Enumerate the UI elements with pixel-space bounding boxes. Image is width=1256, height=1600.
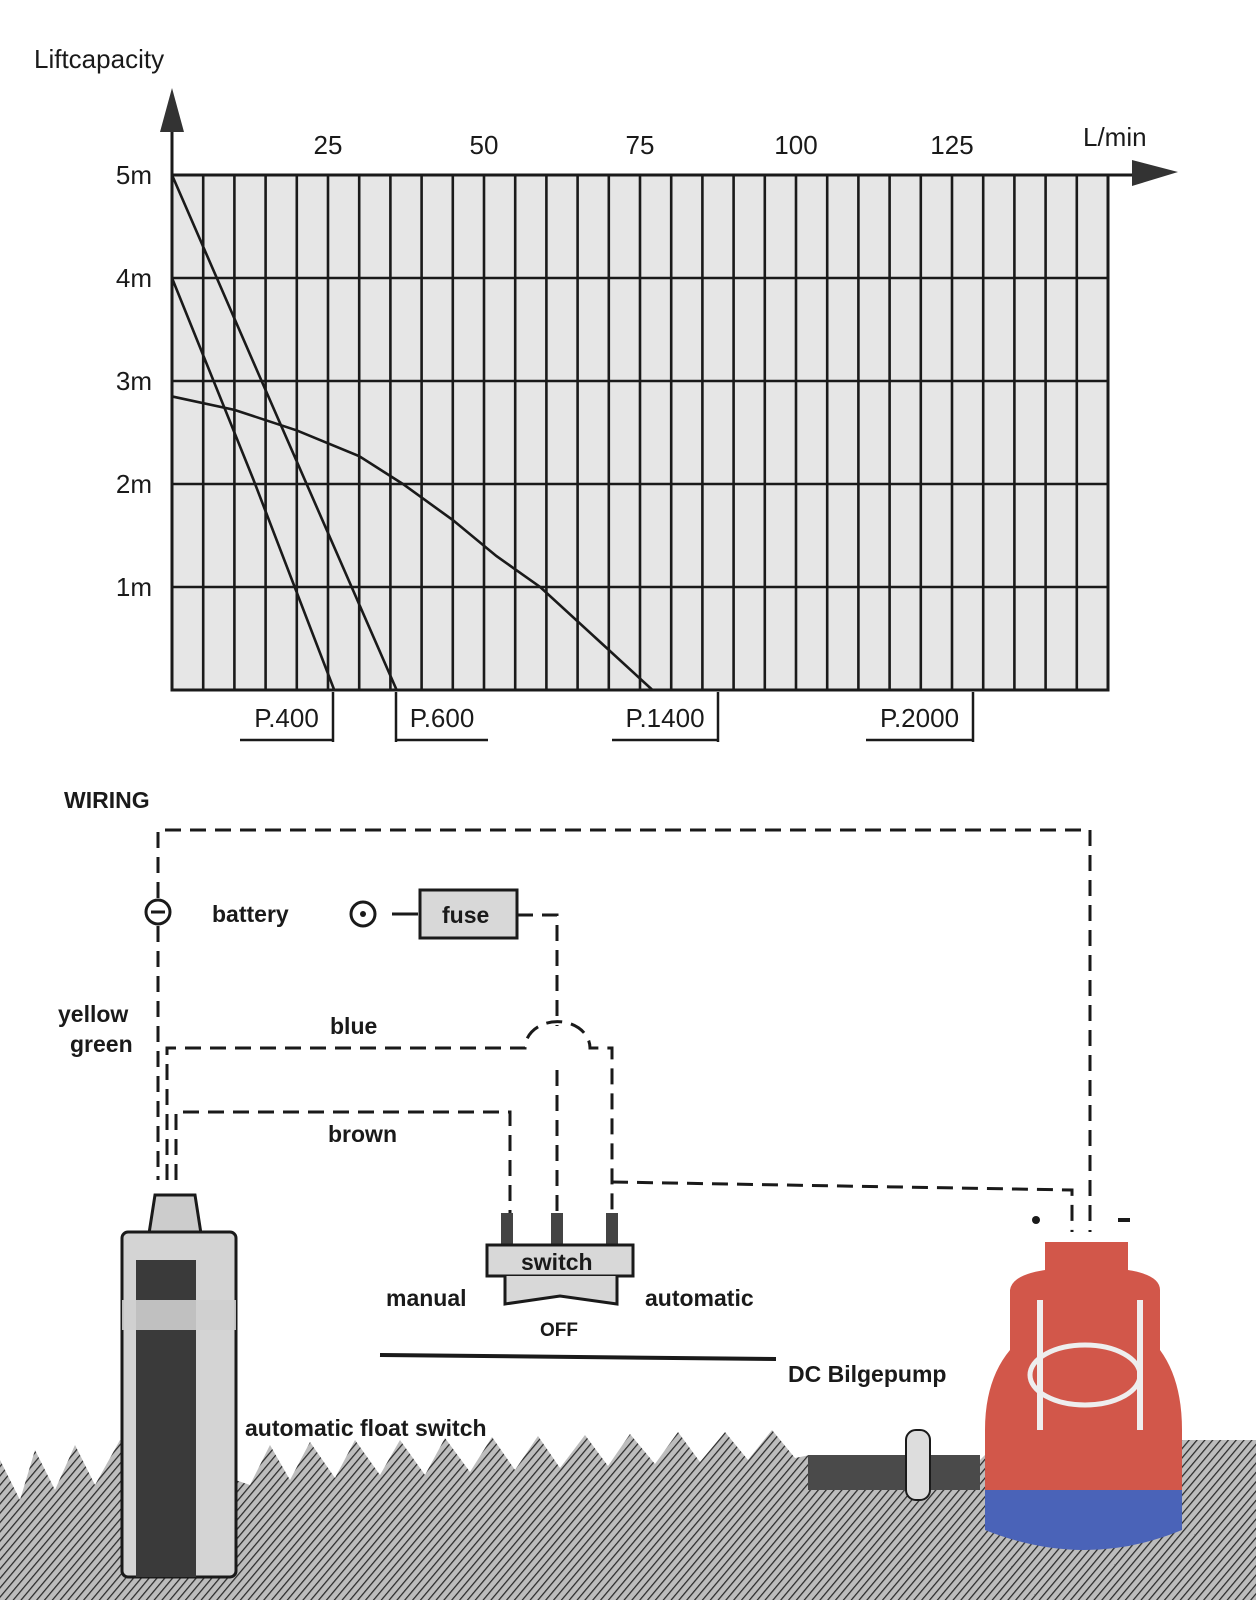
- fuse-label: fuse: [442, 902, 489, 928]
- brown-wire-label: brown: [328, 1121, 397, 1147]
- x-tick-label: 75: [626, 130, 655, 160]
- curves: [170, 174, 654, 691]
- wire-negative: [156, 828, 1092, 1232]
- green-wire-label: green: [70, 1031, 133, 1057]
- x-tick-label: 50: [470, 130, 499, 160]
- curve-p-600: [170, 174, 398, 691]
- fuse-box: [418, 888, 519, 940]
- pointer-line: [379, 1353, 777, 1361]
- y-tick-label: 4m: [116, 263, 152, 293]
- x-axis-label: L/min: [1083, 122, 1147, 152]
- pump-model-label: P.1400: [625, 703, 704, 733]
- x-axis-arrow-icon: [1132, 160, 1178, 186]
- float-switch-device: [120, 1193, 238, 1579]
- battery-label: battery: [212, 901, 289, 927]
- bilge-pump-device: [985, 1216, 1182, 1550]
- x-tick-label: 125: [930, 130, 973, 160]
- wiring-diagram: WIRING battery fuse yellow green blue br…: [0, 787, 1256, 1600]
- wire-switch-pump: [611, 1180, 1074, 1232]
- pump-model-label: P.2000: [880, 703, 959, 733]
- wiring-title: WIRING: [64, 787, 150, 813]
- wire-fuse-switch: [517, 913, 559, 1215]
- y-axis-arrow-icon: [160, 88, 184, 132]
- curve-p-400: [170, 277, 336, 691]
- switch-label: switch: [521, 1249, 593, 1275]
- plus-sign-icon: [360, 911, 366, 917]
- pump-model-label: P.600: [410, 703, 475, 733]
- yellow-wire-label: yellow: [58, 1001, 128, 1027]
- pump-model-labels: P.400 P.600 P.1400 P.2000: [240, 692, 975, 742]
- blue-wire-label: blue: [330, 1013, 377, 1039]
- y-tick-label: 3m: [116, 366, 152, 396]
- manual-label: manual: [386, 1285, 467, 1311]
- switch: switch: [485, 1213, 635, 1306]
- bilgepump-label: DC Bilgepump: [788, 1361, 946, 1387]
- automatic-label: automatic: [645, 1285, 754, 1311]
- pump-model-label: P.400: [254, 703, 319, 733]
- x-tick-label: 25: [314, 130, 343, 160]
- y-axis-label: Liftcapacity: [34, 44, 164, 74]
- lift-capacity-chart: Liftcapacity L/min 25 50 75 100 125 1m 2m 3m 4m…: [34, 44, 1178, 742]
- pump-base-bar: [808, 1455, 980, 1490]
- x-tick-label: 100: [774, 130, 817, 160]
- curve-p-1400: [171, 395, 654, 691]
- off-label: OFF: [540, 1320, 578, 1341]
- y-tick-label: 1m: [116, 572, 152, 602]
- y-tick-label: 5m: [116, 160, 152, 190]
- wire-brown: [174, 1110, 512, 1215]
- float-switch-label: automatic float switch: [245, 1415, 487, 1441]
- hose-fitting: [905, 1429, 931, 1501]
- wire-blue: [165, 1020, 614, 1215]
- y-tick-label: 2m: [116, 469, 152, 499]
